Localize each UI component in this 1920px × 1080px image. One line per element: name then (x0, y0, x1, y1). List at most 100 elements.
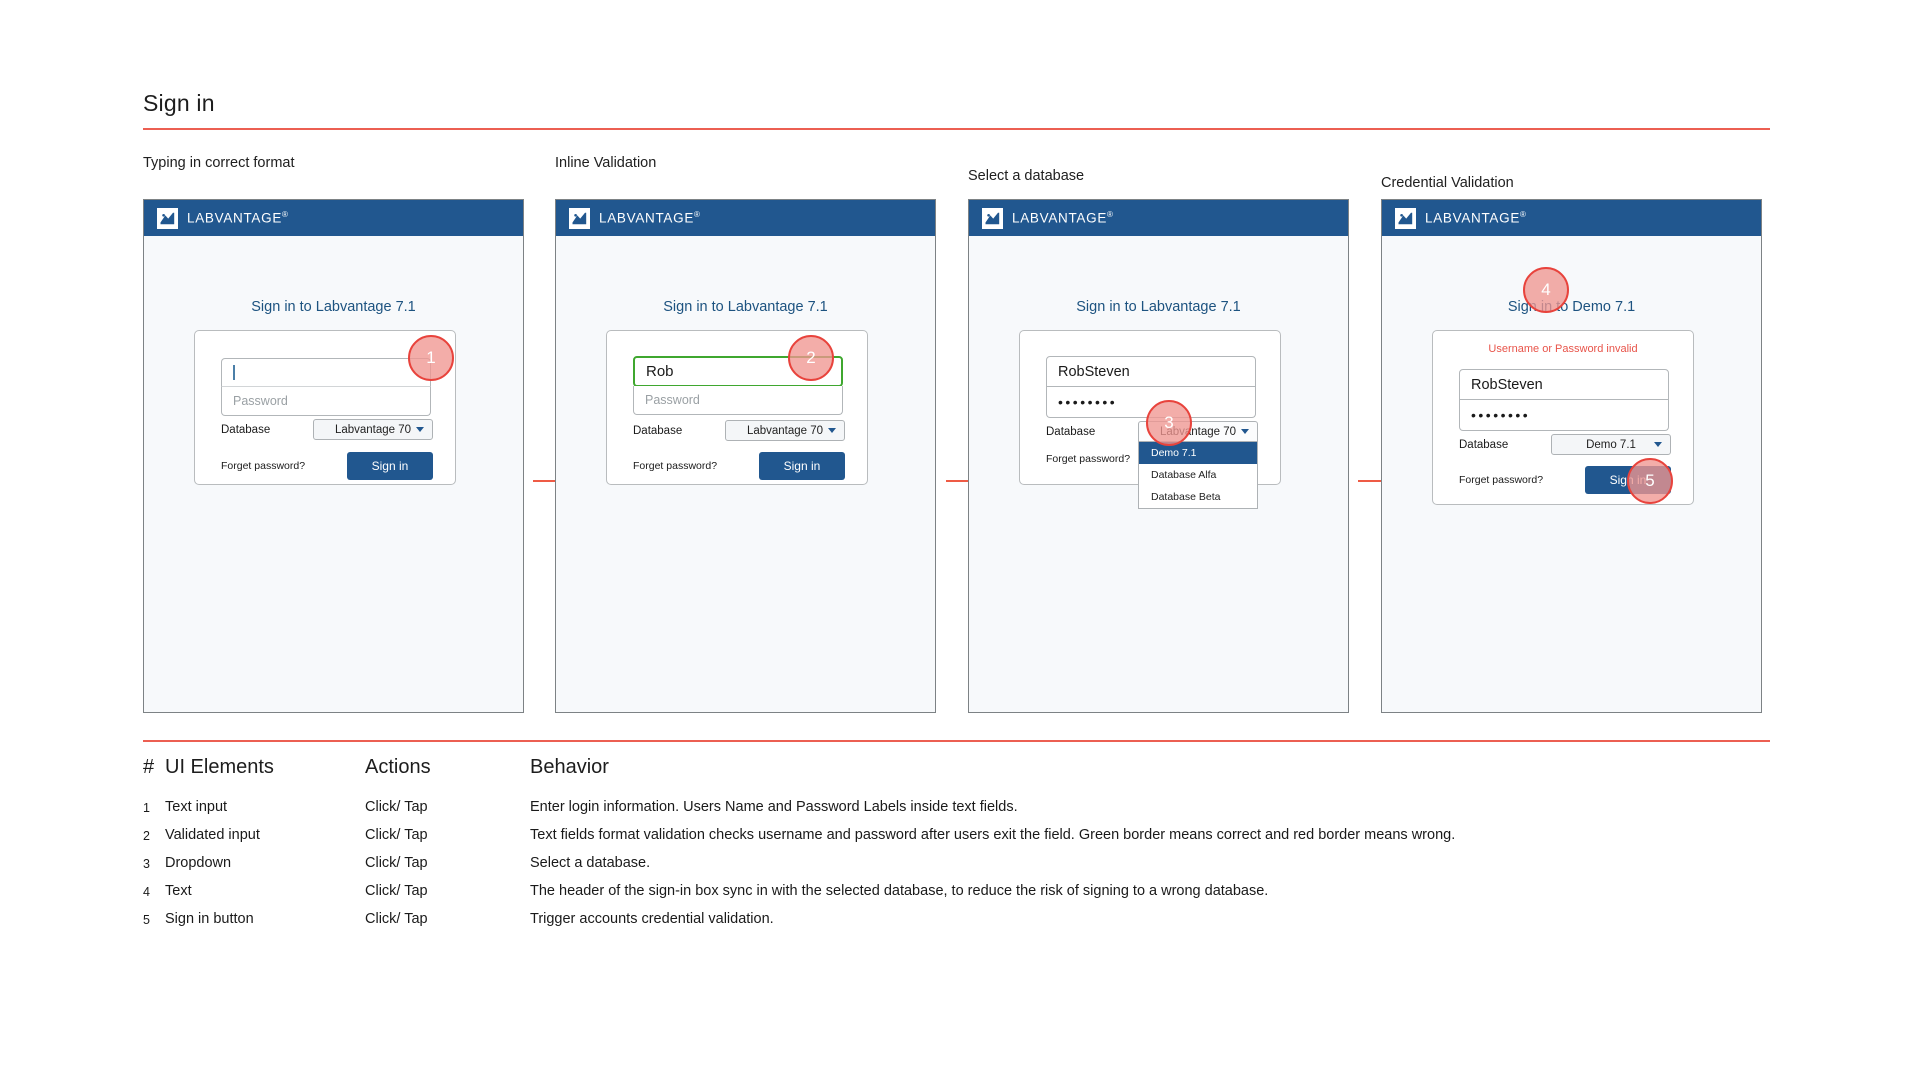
step-marker-1: 1 (408, 335, 454, 381)
legend-row-behavior: Trigger accounts credential validation. (530, 911, 774, 927)
signin-button-2[interactable]: Sign in (759, 452, 845, 480)
dropdown-option-demo-71[interactable]: Demo 7.1 (1139, 442, 1257, 464)
legend-header-num: # (143, 756, 155, 778)
forgot-password-link-2[interactable]: Forget password? (633, 460, 718, 472)
actions-row-3: Forget password? (1046, 453, 1258, 465)
panel-credential-validation: LABVANTAGE® Sign in to Demo 7.1 Username… (1381, 199, 1762, 713)
legend-header-behavior: Behavior (530, 756, 609, 778)
legend-row-behavior: Text fields format validation checks use… (530, 827, 1456, 843)
title-divider (143, 128, 1770, 130)
flow-caption-3: Select a database (968, 168, 1085, 184)
brand-name-4: LABVANTAGE® (1425, 210, 1527, 226)
legend-row-element: Validated input (165, 827, 260, 843)
database-row-1: Database Labvantage 70 (221, 419, 433, 440)
legend-row-element: Text (165, 883, 192, 899)
table-row: 3 Dropdown Click/ Tap Select a database. (143, 855, 1783, 883)
database-select-value-4: Demo 7.1 (1586, 438, 1636, 451)
legend-row-num: 4 (143, 885, 150, 899)
step-marker-4: 4 (1523, 267, 1569, 313)
signin-heading-4: Sign in to Demo 7.1 (1507, 299, 1636, 315)
signin-button-1[interactable]: Sign in (347, 452, 433, 480)
database-select-value-1: Labvantage 70 (334, 423, 412, 436)
table-row: 4 Text Click/ Tap The header of the sign… (143, 883, 1783, 911)
credential-fields-4: RobSteven •••••••• (1459, 369, 1669, 431)
panel-select-database: LABVANTAGE® Sign in to Labvantage 7.1 Ro… (968, 199, 1349, 713)
legend-header-row: # UI Elements Actions Behavior (143, 756, 1783, 799)
legend-table: # UI Elements Actions Behavior 1 Text in… (143, 756, 1783, 939)
database-select-value-2: Labvantage 70 (746, 424, 824, 437)
panel-typing-correct-format: LABVANTAGE® Sign in to Labvantage 7.1 Pa… (143, 199, 524, 713)
actions-row-1: Forget password? Sign in (221, 452, 433, 480)
legend-row-action: Click/ Tap (365, 827, 428, 843)
labvantage-logo-icon (1395, 207, 1416, 229)
login-card-3: RobSteven •••••••• Database Labvantage 7… (1019, 330, 1281, 509)
labvantage-logo-icon (982, 207, 1003, 229)
dropdown-option-database-alfa[interactable]: Database Alfa (1151, 469, 1217, 481)
legend-row-element: Sign in button (165, 911, 254, 927)
chevron-down-icon (1241, 429, 1249, 434)
legend-row-num: 1 (143, 801, 150, 815)
step-marker-5: 5 (1627, 458, 1673, 504)
brand-name-2: LABVANTAGE® (599, 210, 701, 226)
step-marker-3: 3 (1146, 400, 1192, 446)
legend-row-action: Click/ Tap (365, 799, 428, 815)
legend-row-element: Text input (165, 799, 228, 815)
legend-header-elements: UI Elements (165, 756, 274, 778)
legend-header-actions: Actions (365, 756, 431, 778)
error-message: Username or Password invalid (1488, 343, 1638, 355)
database-dropdown-list[interactable]: Demo 7.1 Database Alfa Database Beta (1138, 442, 1258, 509)
password-input-3[interactable]: •••••••• (1046, 387, 1256, 418)
database-select-2[interactable]: Labvantage 70 (725, 420, 845, 441)
password-input-4[interactable]: •••••••• (1459, 400, 1669, 431)
table-row: 5 Sign in button Click/ Tap Trigger acco… (143, 911, 1783, 939)
credential-fields-3: RobSteven •••••••• (1046, 356, 1256, 418)
username-input-4[interactable]: RobSteven (1459, 369, 1669, 400)
legend-row-num: 5 (143, 913, 150, 927)
table-row: 2 Validated input Click/ Tap Text fields… (143, 827, 1783, 855)
legend-row-element: Dropdown (165, 855, 232, 871)
legend-row-behavior: The header of the sign-in box sync in wi… (530, 883, 1269, 899)
labvantage-logo-icon (157, 207, 178, 229)
legend-row-action: Click/ Tap (365, 855, 428, 871)
app-header-2: LABVANTAGE® (556, 200, 935, 236)
legend-row-action: Click/ Tap (365, 883, 428, 899)
legend-row-behavior: Select a database. (530, 855, 651, 871)
legend-row-behavior: Enter login information. Users Name and … (530, 799, 1018, 815)
app-header-1: LABVANTAGE® (144, 200, 523, 236)
panel-inline-validation: LABVANTAGE® Sign in to Labvantage 7.1 Ro… (555, 199, 936, 713)
password-input-1[interactable]: Password (221, 387, 431, 416)
chevron-down-icon (416, 427, 424, 432)
database-label-1: Database (221, 423, 271, 436)
database-select-4[interactable]: Demo 7.1 (1551, 434, 1671, 455)
signin-heading-1: Sign in to Labvantage 7.1 (251, 299, 416, 315)
legend-divider (143, 740, 1770, 742)
credential-fields-1: Password (221, 358, 431, 416)
flow-caption-4: Credential Validation (1381, 175, 1514, 191)
app-header-3: LABVANTAGE® (969, 200, 1348, 236)
chevron-down-icon (1654, 442, 1662, 447)
database-label-2: Database (633, 424, 683, 437)
username-input-1[interactable] (221, 358, 431, 387)
text-caret-icon (233, 365, 235, 380)
brand-name-3: LABVANTAGE® (1012, 210, 1114, 226)
page-title: Sign in (143, 90, 215, 116)
database-row-4: Database Demo 7.1 (1459, 434, 1671, 455)
forgot-password-link-3[interactable]: Forget password? (1046, 453, 1131, 465)
login-card-4: Username or Password invalid RobSteven •… (1432, 330, 1694, 505)
brand-name-1: LABVANTAGE® (187, 210, 289, 226)
database-select-1[interactable]: Labvantage 70 (313, 419, 433, 440)
legend-row-num: 2 (143, 829, 150, 843)
signin-heading-2: Sign in to Labvantage 7.1 (663, 299, 828, 315)
forgot-password-link-1[interactable]: Forget password? (221, 460, 306, 472)
flow-caption-1: Typing in correct format (143, 155, 295, 171)
username-input-3[interactable]: RobSteven (1046, 356, 1256, 387)
forgot-password-link-4[interactable]: Forget password? (1459, 474, 1544, 486)
chevron-down-icon (828, 428, 836, 433)
database-label-3: Database (1046, 425, 1096, 438)
dropdown-option-database-beta[interactable]: Database Beta (1151, 491, 1221, 503)
app-header-4: LABVANTAGE® (1382, 200, 1761, 236)
password-input-2[interactable]: Password (633, 386, 843, 415)
legend-row-action: Click/ Tap (365, 911, 428, 927)
step-marker-2: 2 (788, 335, 834, 381)
